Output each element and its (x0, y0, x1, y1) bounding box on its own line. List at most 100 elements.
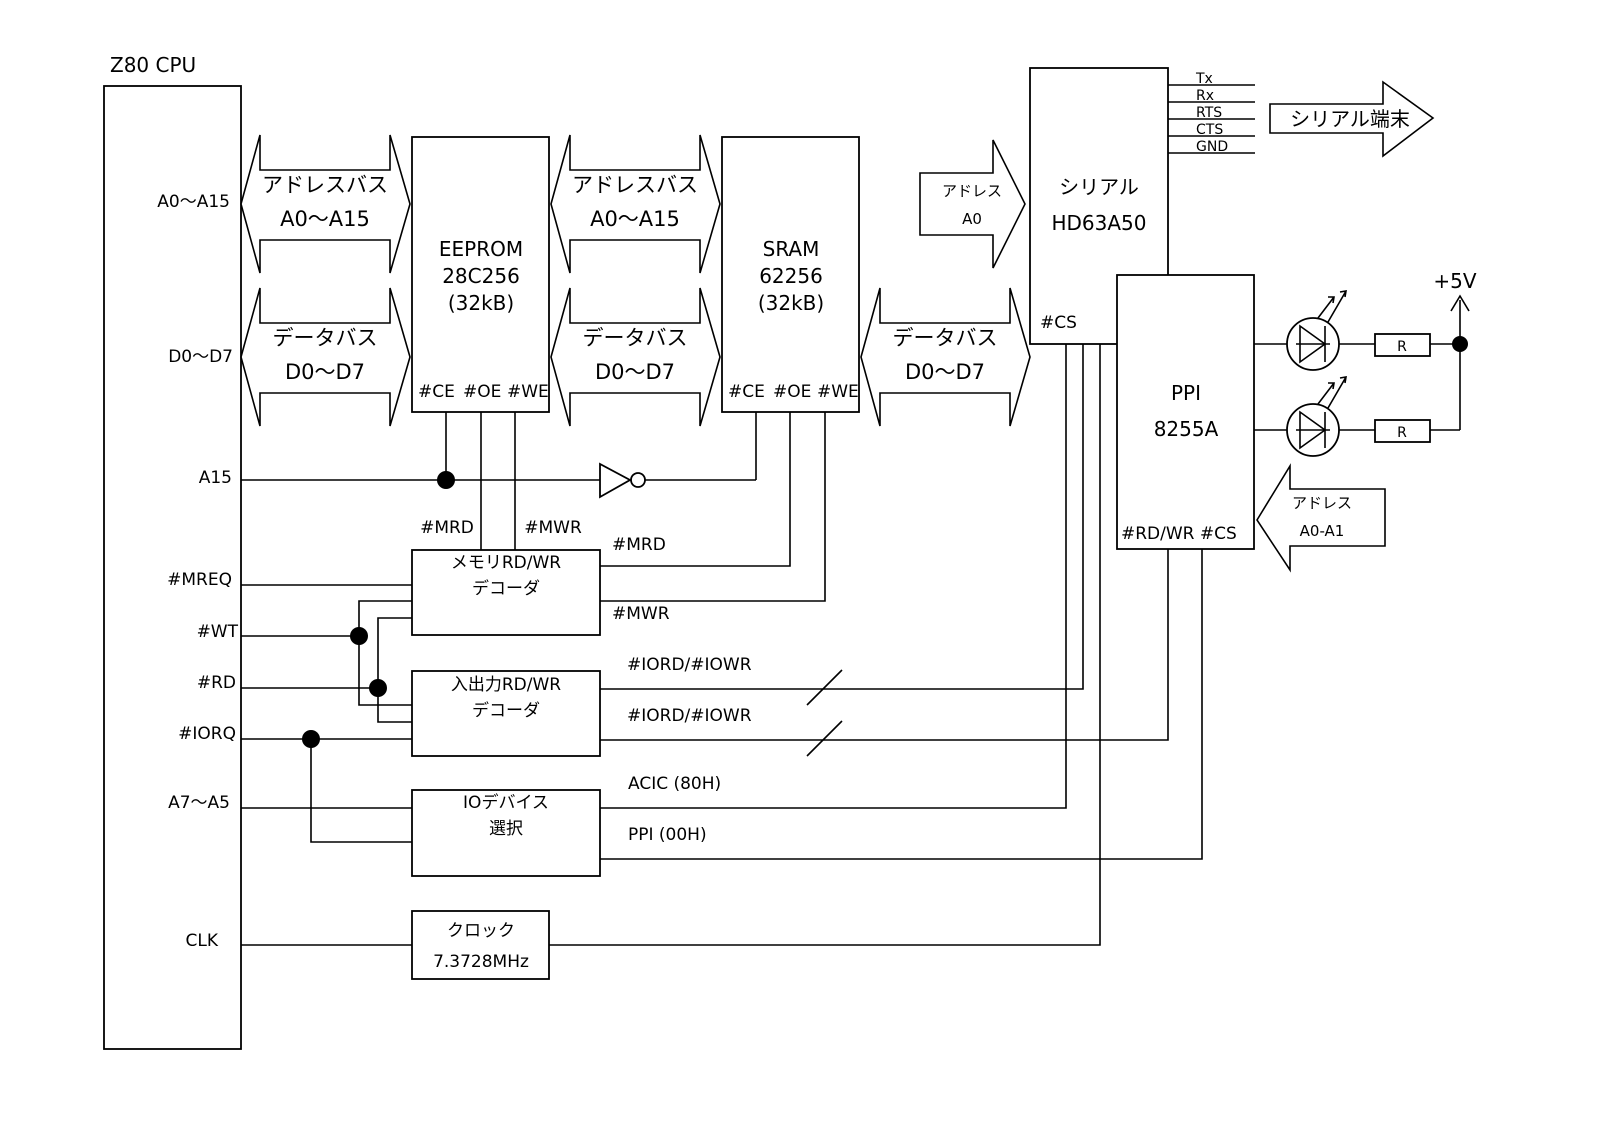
signal-iord-iowr-label: #IORD/#IOWR (627, 706, 752, 726)
sram-pin-we: #WE (817, 382, 859, 402)
clock-name: クロック (447, 921, 515, 941)
vcc-label: +5V (1433, 269, 1476, 293)
io-device-select: IOデバイス 選択 (411, 789, 601, 877)
eeprom-pin-oe: #OE (463, 382, 501, 402)
cpu-title: Z80 CPU (110, 53, 196, 77)
cpu-block (103, 85, 242, 1050)
eeprom-pin-ce: #CE (418, 382, 455, 402)
serial-address-value: A0 (962, 210, 982, 228)
ppi-address-arrow: アドレス A0-A1 (1256, 463, 1386, 573)
bus-cpu-eeprom-data: データバス D0～D7 (240, 287, 411, 427)
serial-signal-lines: Tx Rx RTS CTS GND (1168, 71, 1255, 155)
ppi-name: PPI (1171, 381, 1201, 405)
ppi-pins: #RD/WR #CS (1121, 524, 1237, 544)
bus-data-range: D0～D7 (905, 360, 985, 384)
clock-generator: クロック 7.3728MHz (411, 910, 550, 980)
serial-signal-rts: RTS (1196, 105, 1222, 121)
memory-signals: #MRD #MWR #MRD #MWR (420, 412, 826, 624)
led-icon (1286, 376, 1347, 457)
signal-mwr-label: #MWR (524, 518, 582, 538)
sram-block (721, 136, 860, 413)
cpu-pin-wt: #WT (197, 622, 239, 642)
signal-mrd-label: #MRD (612, 535, 666, 555)
serial-name: シリアル (1059, 175, 1139, 199)
bus-data-label: データバス (273, 326, 378, 350)
cpu-pin-address: A0～A15 (157, 192, 230, 212)
cpu-pin-a15: A15 (199, 468, 232, 488)
ppi-block (1116, 274, 1255, 550)
serial-pin-cs: #CS (1040, 313, 1077, 333)
clock-block (411, 910, 550, 980)
bus-address-range: A0～A15 (280, 207, 370, 231)
bus-data-label: データバス (893, 326, 998, 350)
ppi-address-label: アドレス (1292, 494, 1352, 512)
io-signals: #IORD/#IOWR #IORD/#IOWR (600, 344, 1169, 757)
sram-size: (32kB) (758, 291, 824, 315)
junction-dot (1452, 336, 1468, 352)
junction-dot (369, 679, 387, 697)
bus-address-label: アドレスバス (572, 173, 698, 197)
sram-name: SRAM (763, 237, 820, 261)
clock-frequency: 7.3728MHz (433, 952, 529, 972)
serial-terminal-label: シリアル端末 (1290, 107, 1410, 131)
eeprom-chip: EEPROM 28C256 (32kB) #CE #OE #WE (411, 136, 550, 413)
cpu-pin-mreq: #MREQ (167, 570, 232, 590)
ppi-chip: PPI 8255A #RD/WR #CS (1116, 274, 1255, 550)
eeprom-name: EEPROM (439, 237, 523, 261)
ppi-part: 8255A (1154, 417, 1219, 441)
cpu-pin-a7-a5: A7～A5 (168, 793, 230, 813)
serial-address-arrow: アドレス A0 (919, 139, 1026, 269)
cpu-pin-rd: #RD (197, 673, 236, 693)
io-device-select-block (411, 789, 601, 877)
bus-eeprom-sram-data: データバス D0～D7 (550, 287, 721, 427)
signal-iord-iowr-label: #IORD/#IOWR (627, 655, 752, 675)
serial-signal-rx: Rx (1196, 88, 1214, 104)
bus-cpu-eeprom-address: アドレスバス A0～A15 (240, 134, 411, 274)
bus-sram-serial-data: データバス D0～D7 (860, 287, 1031, 427)
sram-chip: SRAM 62256 (32kB) #CE #OE #WE (721, 136, 860, 413)
inverter-icon (599, 462, 632, 499)
io-select-line1: IOデバイス (463, 792, 549, 813)
memory-decoder-line2: デコーダ (472, 578, 540, 599)
bus-address-range: A0～A15 (590, 207, 680, 231)
memory-decoder-line1: メモリRD/WR (451, 553, 561, 573)
clock-wiring (241, 344, 1101, 946)
memory-decoder-block (411, 549, 601, 636)
resistor (1374, 419, 1431, 443)
io-select-line2: 選択 (489, 819, 523, 839)
bus-data-range: D0～D7 (285, 360, 365, 384)
io-select-wiring: ACIC (80H) PPI (00H) (241, 344, 1203, 860)
io-decoder-block (411, 670, 601, 757)
serial-signal-cts: CTS (1196, 122, 1223, 138)
z80-cpu: Z80 CPU A0～A15 D0～D7 A15 #MREQ #WT #RD #… (103, 53, 242, 1050)
serial-signal-gnd: GND (1196, 139, 1228, 155)
bus-eeprom-sram-address: アドレスバス A0～A15 (550, 134, 721, 274)
cpu-pin-iorq: #IORQ (178, 724, 236, 744)
junction-dot (302, 730, 320, 748)
resistor (1374, 333, 1431, 357)
io-rdwr-decoder: 入出力RD/WR デコーダ (411, 670, 601, 757)
bus-data-range: D0～D7 (595, 360, 675, 384)
junction-dot (350, 627, 368, 645)
sram-part: 62256 (759, 264, 823, 288)
led-circuit: R R +5V (1254, 269, 1477, 457)
bus-data-label: データバス (583, 326, 688, 350)
signal-ppi-select-label: PPI (00H) (628, 825, 707, 845)
signal-mrd-label: #MRD (420, 518, 474, 538)
sram-pin-ce: #CE (728, 382, 765, 402)
eeprom-size: (32kB) (448, 291, 514, 315)
io-decoder-line2: デコーダ (472, 700, 540, 721)
cpu-control-wiring (241, 584, 412, 843)
signal-mwr-label: #MWR (612, 604, 670, 624)
serial-signal-tx: Tx (1195, 71, 1213, 87)
led-icon (1286, 290, 1347, 371)
sram-pin-oe: #OE (773, 382, 811, 402)
serial-part: HD63A50 (1051, 211, 1146, 235)
cpu-pin-clk: CLK (186, 931, 219, 951)
serial-terminal-arrow: シリアル端末 (1269, 80, 1435, 158)
cpu-pin-data: D0～D7 (168, 347, 233, 367)
signal-acic-label: ACIC (80H) (628, 774, 721, 794)
serial-address-label: アドレス (942, 182, 1002, 200)
eeprom-part: 28C256 (442, 264, 520, 288)
